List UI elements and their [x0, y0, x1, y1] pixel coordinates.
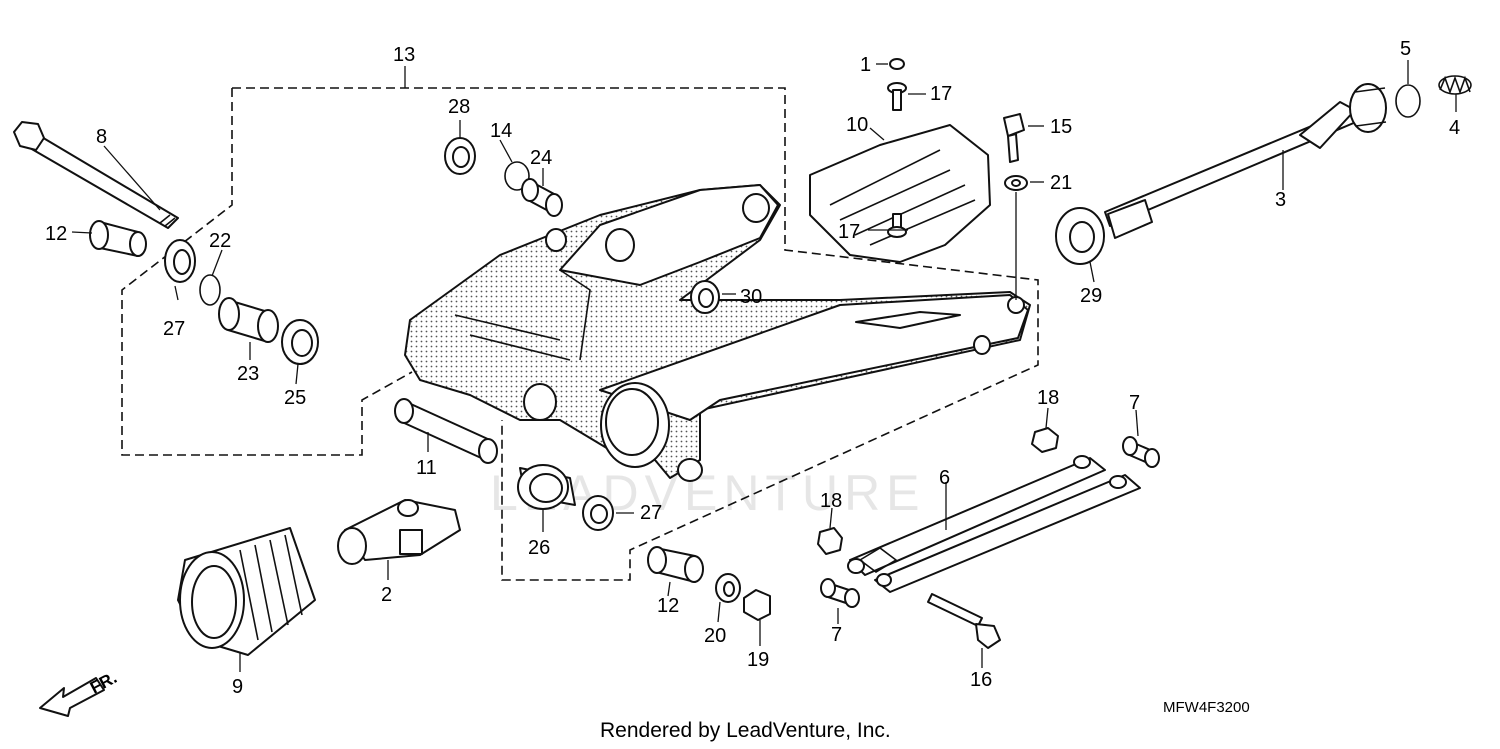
- callout-25: 25: [284, 387, 306, 409]
- callout-26: 26: [528, 537, 550, 559]
- callout-15: 15: [1050, 116, 1072, 138]
- callout-29: 29: [1080, 285, 1102, 307]
- callout-13: 13: [393, 44, 415, 66]
- callout-18b: 18: [820, 490, 842, 512]
- diagram-code: MFW4F3200: [1163, 699, 1250, 716]
- callout-9: 9: [232, 676, 243, 698]
- callout-27b: 27: [640, 502, 662, 524]
- collar: [89, 220, 147, 257]
- callout-21: 21: [1050, 172, 1072, 194]
- callout-16: 16: [970, 669, 992, 691]
- callout-24: 24: [530, 147, 552, 169]
- callout-18a: 18: [1037, 387, 1059, 409]
- screw-cap: [889, 58, 905, 70]
- callout-2: 2: [381, 584, 392, 606]
- pivot-bolt: [13, 121, 179, 229]
- callout-17a: 17: [930, 83, 952, 105]
- needle-bearing: [218, 297, 279, 343]
- pivot-bearing: [517, 464, 576, 510]
- callout-10: 10: [846, 114, 868, 136]
- link-collar-upper: [1122, 436, 1160, 468]
- universal-joint: [337, 499, 461, 565]
- seal-ring: [690, 280, 720, 314]
- callout-12b: 12: [657, 595, 679, 617]
- callout-7a: 7: [1129, 392, 1140, 414]
- chain-guard: [809, 124, 991, 263]
- callout-7b: 7: [831, 624, 842, 646]
- spring: [1438, 75, 1472, 95]
- callout-20: 20: [704, 625, 726, 647]
- credit-text: Rendered by LeadVenture, Inc.: [600, 719, 891, 742]
- rubber-boot: [177, 527, 316, 656]
- link-bolt: [927, 593, 1001, 649]
- collar-lower: [647, 546, 704, 583]
- drive-shaft: [1104, 83, 1387, 239]
- screw-upper: [887, 82, 907, 111]
- callout-22: 22: [209, 230, 231, 252]
- front-direction-arrow: FR.: [39, 668, 120, 717]
- distance-pipe: [394, 398, 498, 464]
- callout-8: 8: [96, 126, 107, 148]
- callout-12a: 12: [45, 223, 67, 245]
- callout-30: 30: [740, 286, 762, 308]
- link-collar-lower: [820, 578, 860, 608]
- callout-11: 11: [416, 457, 437, 479]
- washer: [1004, 175, 1028, 191]
- callout-14: 14: [490, 120, 512, 142]
- callout-6: 6: [939, 467, 950, 489]
- torque-link: [847, 455, 1141, 593]
- dust-seal: [164, 239, 196, 283]
- callout-5: 5: [1400, 38, 1411, 60]
- ball-bearing: [281, 319, 319, 365]
- callout-19: 19: [747, 649, 769, 671]
- bushing: [521, 178, 563, 217]
- snap-ring: [199, 274, 221, 306]
- callout-17b: 17: [838, 221, 860, 243]
- link-nut-upper: [1031, 427, 1059, 453]
- lock-nut: [743, 589, 771, 621]
- shaft-seal: [1055, 207, 1105, 265]
- callout-28: 28: [448, 96, 470, 118]
- circlip: [504, 161, 530, 191]
- link-nut-lower: [817, 527, 843, 555]
- callout-27a: 27: [163, 318, 185, 340]
- plain-washer: [715, 573, 741, 603]
- callout-23: 23: [237, 363, 259, 385]
- oil-seal: [444, 137, 476, 175]
- assembly-outline: [121, 87, 1039, 581]
- stop-ring: [1395, 84, 1421, 118]
- flange-bolt: [1003, 113, 1025, 163]
- callout-4: 4: [1449, 117, 1460, 139]
- callout-1: 1: [860, 54, 871, 76]
- leader-lines: [71, 60, 1457, 672]
- dust-seal-lower: [582, 495, 614, 531]
- callout-3: 3: [1275, 189, 1286, 211]
- swingarm: [404, 184, 1031, 482]
